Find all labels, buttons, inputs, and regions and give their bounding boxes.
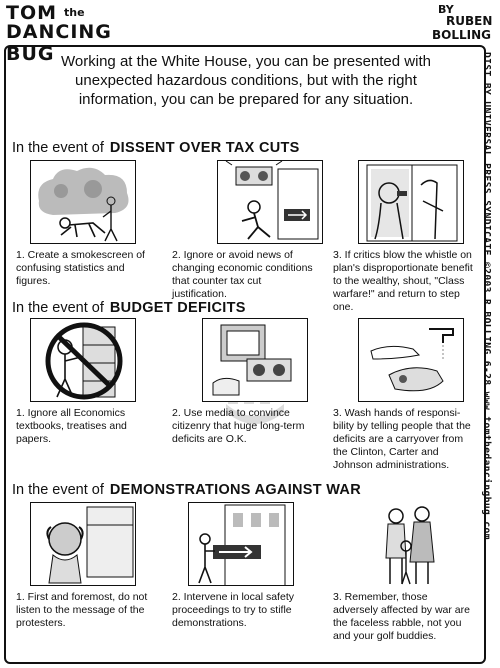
step-caption: 3. Wash hands of responsi-bility by tell… — [333, 407, 471, 471]
step-caption: 1. Create a smokescreen of confusing sta… — [16, 249, 145, 287]
step-card: 2. Ignore or avoid news of changing econ… — [172, 160, 323, 301]
credit-text: DIST BY UNIVERSAL PRESS SYNDICATE ©2003 … — [481, 52, 492, 540]
step-caption: 1. Ignore all Economics textbooks, treat… — [16, 407, 127, 445]
section-topic: DISSENT OVER TAX CUTS — [109, 140, 300, 156]
byline: BY RUBEN BOLLING — [428, 3, 498, 47]
comic-panel-border — [4, 45, 486, 664]
step-caption: 2. Intervene in local safety proceedings… — [172, 591, 294, 629]
person-fleeing-radio-icon — [217, 160, 323, 244]
section-heading-demonstrations: In the event of DEMONSTRATIONS AGAINST WA… — [12, 482, 361, 498]
byline-first-name: RUBEN — [446, 14, 493, 28]
step-card: 3. Remember, those adversely affected by… — [333, 502, 475, 643]
section-prefix: In the event of — [12, 300, 104, 316]
washing-hands-icon — [358, 318, 464, 402]
step-caption: 1. First and foremost, do not listen to … — [16, 591, 148, 629]
step-card: 3. Wash hands of responsi-bility by tell… — [333, 318, 475, 472]
step-card: 3. If critics blow the whistle on plan's… — [333, 160, 475, 314]
tv-radio-phone-icon — [202, 318, 308, 402]
intro-text: Working at the White House, you can be p… — [61, 53, 431, 108]
step-card: 2. Intervene in local safety proceedings… — [172, 502, 314, 630]
step-card: 1. Create a smokescreen of confusing sta… — [16, 160, 158, 288]
section-topic: DEMONSTRATIONS AGAINST WAR — [109, 482, 361, 498]
byline-last-name: BOLLING — [432, 28, 491, 42]
step-card: 1. Ignore all Economics textbooks, treat… — [16, 318, 158, 446]
comic-title: TOM the DANCING BUG — [6, 2, 156, 65]
step-caption: 3. If critics blow the whistle on plan's… — [333, 249, 473, 313]
section-prefix: In the event of — [12, 140, 104, 156]
title-word-tom: TOM — [6, 2, 58, 24]
syndicate-credit: DIST BY UNIVERSAL PRESS SYNDICATE ©2003 … — [474, 52, 494, 612]
step-card: 1. First and foremost, do not listen to … — [16, 502, 158, 630]
step-caption: 2. Use media to convince citizenry that … — [172, 407, 305, 445]
section-prefix: In the event of — [12, 482, 104, 498]
section-heading-dissent: In the event of DISSENT OVER TAX CUTS — [12, 140, 300, 156]
title-word-the: the — [64, 6, 85, 19]
no-bookshelf-icon — [30, 318, 136, 402]
family-group-icon — [358, 502, 464, 586]
step-caption: 2. Ignore or avoid news of changing econ… — [172, 249, 313, 300]
step-caption: 3. Remember, those adversely affected by… — [333, 591, 470, 642]
step-card: 2. Use media to convince citizenry that … — [172, 318, 314, 446]
section-topic: BUDGET DEFICITS — [109, 300, 246, 316]
title-word-dancing-bug: DANCING BUG — [6, 21, 112, 65]
man-blowing-whistle-icon — [358, 160, 464, 244]
section-heading-deficits: In the event of BUDGET DEFICITS — [12, 300, 246, 316]
byline-by: BY — [438, 3, 454, 16]
exit-sign-building-icon — [188, 502, 294, 586]
covering-ears-icon — [30, 502, 136, 586]
person-crawling-under-smoke-icon — [30, 160, 136, 244]
